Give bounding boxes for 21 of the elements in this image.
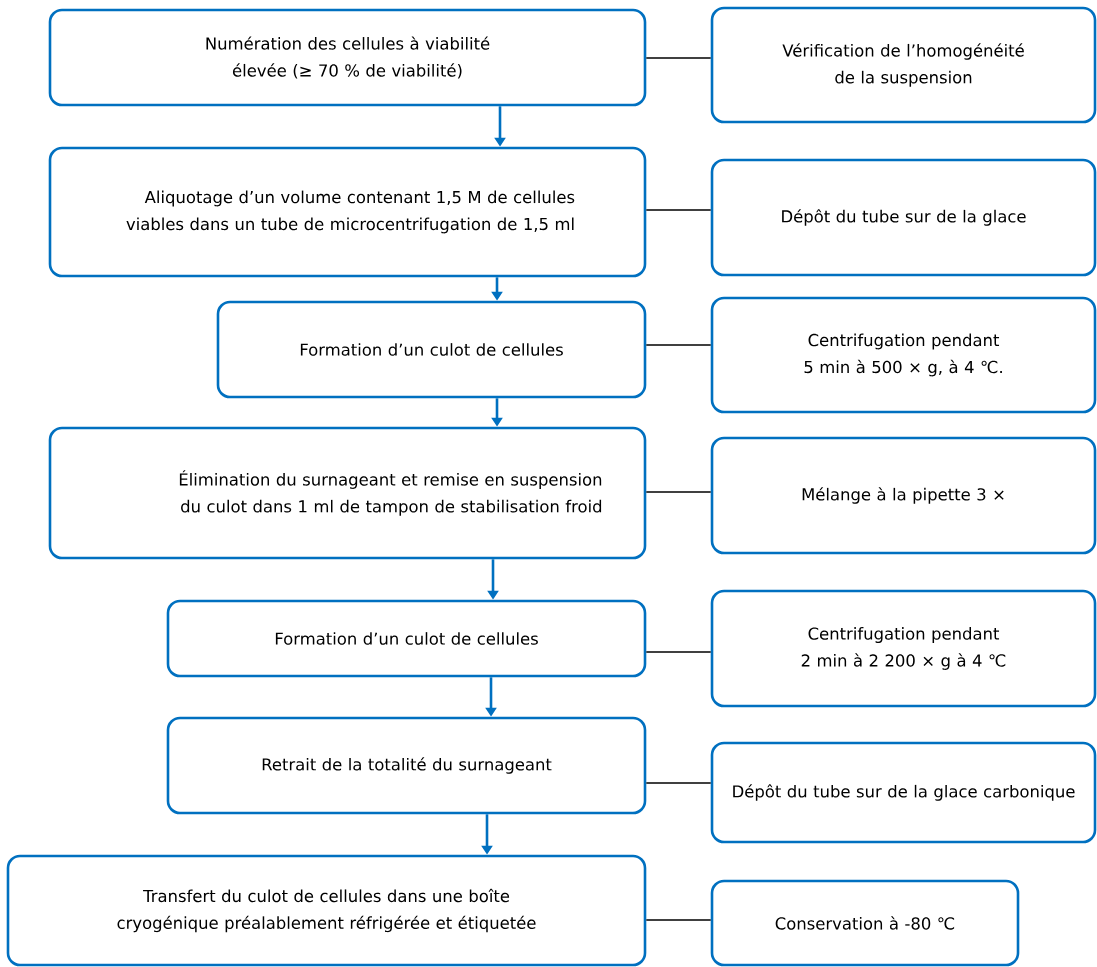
step-box: Vérification de l’homogénéité de la suspension bbox=[710, 6, 1097, 124]
step-box: Centrifugation pendant 5 min à 500 × g, à 4 ℃. bbox=[710, 296, 1097, 414]
step-box: Dépôt du tube sur de la glace bbox=[710, 158, 1097, 277]
connector-line bbox=[645, 919, 712, 921]
step-box: Formation d’un culot de cellules bbox=[166, 599, 647, 678]
step-box: Conservation à -80 ℃ bbox=[710, 879, 1020, 967]
connector-line bbox=[645, 344, 712, 346]
step-box: Formation d’un culot de cellules bbox=[216, 300, 647, 399]
step-box: Dépôt du tube sur de la glace carbonique bbox=[710, 741, 1097, 844]
step-box: Centrifugation pendant 2 min à 2 200 × g à 4 ℃ bbox=[710, 589, 1097, 708]
connector-line bbox=[645, 782, 712, 784]
step-box: Élimination du surnageant et remise en suspension du culot dans 1 ml de tampon de stabilisation froid bbox=[48, 426, 647, 560]
connector-line bbox=[645, 651, 712, 653]
connector-line bbox=[645, 57, 712, 59]
step-box: Retrait de la totalité du surnageant bbox=[166, 716, 647, 815]
step-box: Aliquotage d’un volume contenant 1,5 M de cellules viables dans un tube de microcentrifugation de 1,5 ml bbox=[48, 146, 647, 278]
step-box: Transfert du culot de cellules dans une boîte cryogénique préalablement réfrigérée et étiquetée bbox=[6, 854, 647, 967]
connector-line bbox=[645, 209, 712, 211]
step-box: Mélange à la pipette 3 × bbox=[710, 436, 1097, 555]
step-box: Numération des cellules à viabilité élevée (≥ 70 % de viabilité) bbox=[48, 8, 647, 107]
connector-line bbox=[645, 491, 712, 493]
